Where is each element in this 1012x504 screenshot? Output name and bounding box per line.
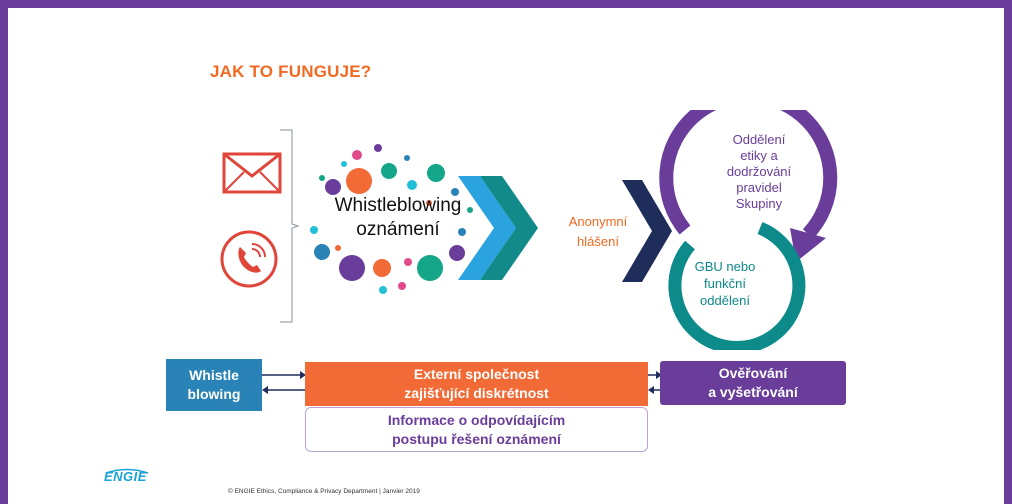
ethics-department-label: Oddělení etiky a dodržování pravidel Sku… (726, 132, 792, 211)
dots-cloud (310, 144, 473, 294)
anonymous-report-label: Anonymní hlášení (568, 214, 628, 249)
chevron-arrows-icon (458, 176, 538, 280)
engie-logo: ENGIE (104, 469, 147, 484)
whistleblowing-label: Whistleblowing oznámení (334, 195, 462, 240)
slide-title: JAK TO FUNGUJE? (210, 62, 372, 81)
gbu-department-label: GBU nebo funkční oddělení (694, 259, 756, 308)
navy-chevron-icon (622, 180, 672, 282)
envelope-icon (222, 152, 282, 194)
cycle-arrows-icon (659, 110, 838, 350)
connector-arrows-right (648, 371, 662, 394)
left-bracket (280, 129, 300, 323)
phone-icon (220, 230, 278, 288)
logo-arc-icon (105, 468, 149, 474)
footer-copyright: © ENGIE Ethics, Compliance & Privacy Dep… (228, 488, 420, 495)
connector-arrows-left (262, 371, 306, 394)
